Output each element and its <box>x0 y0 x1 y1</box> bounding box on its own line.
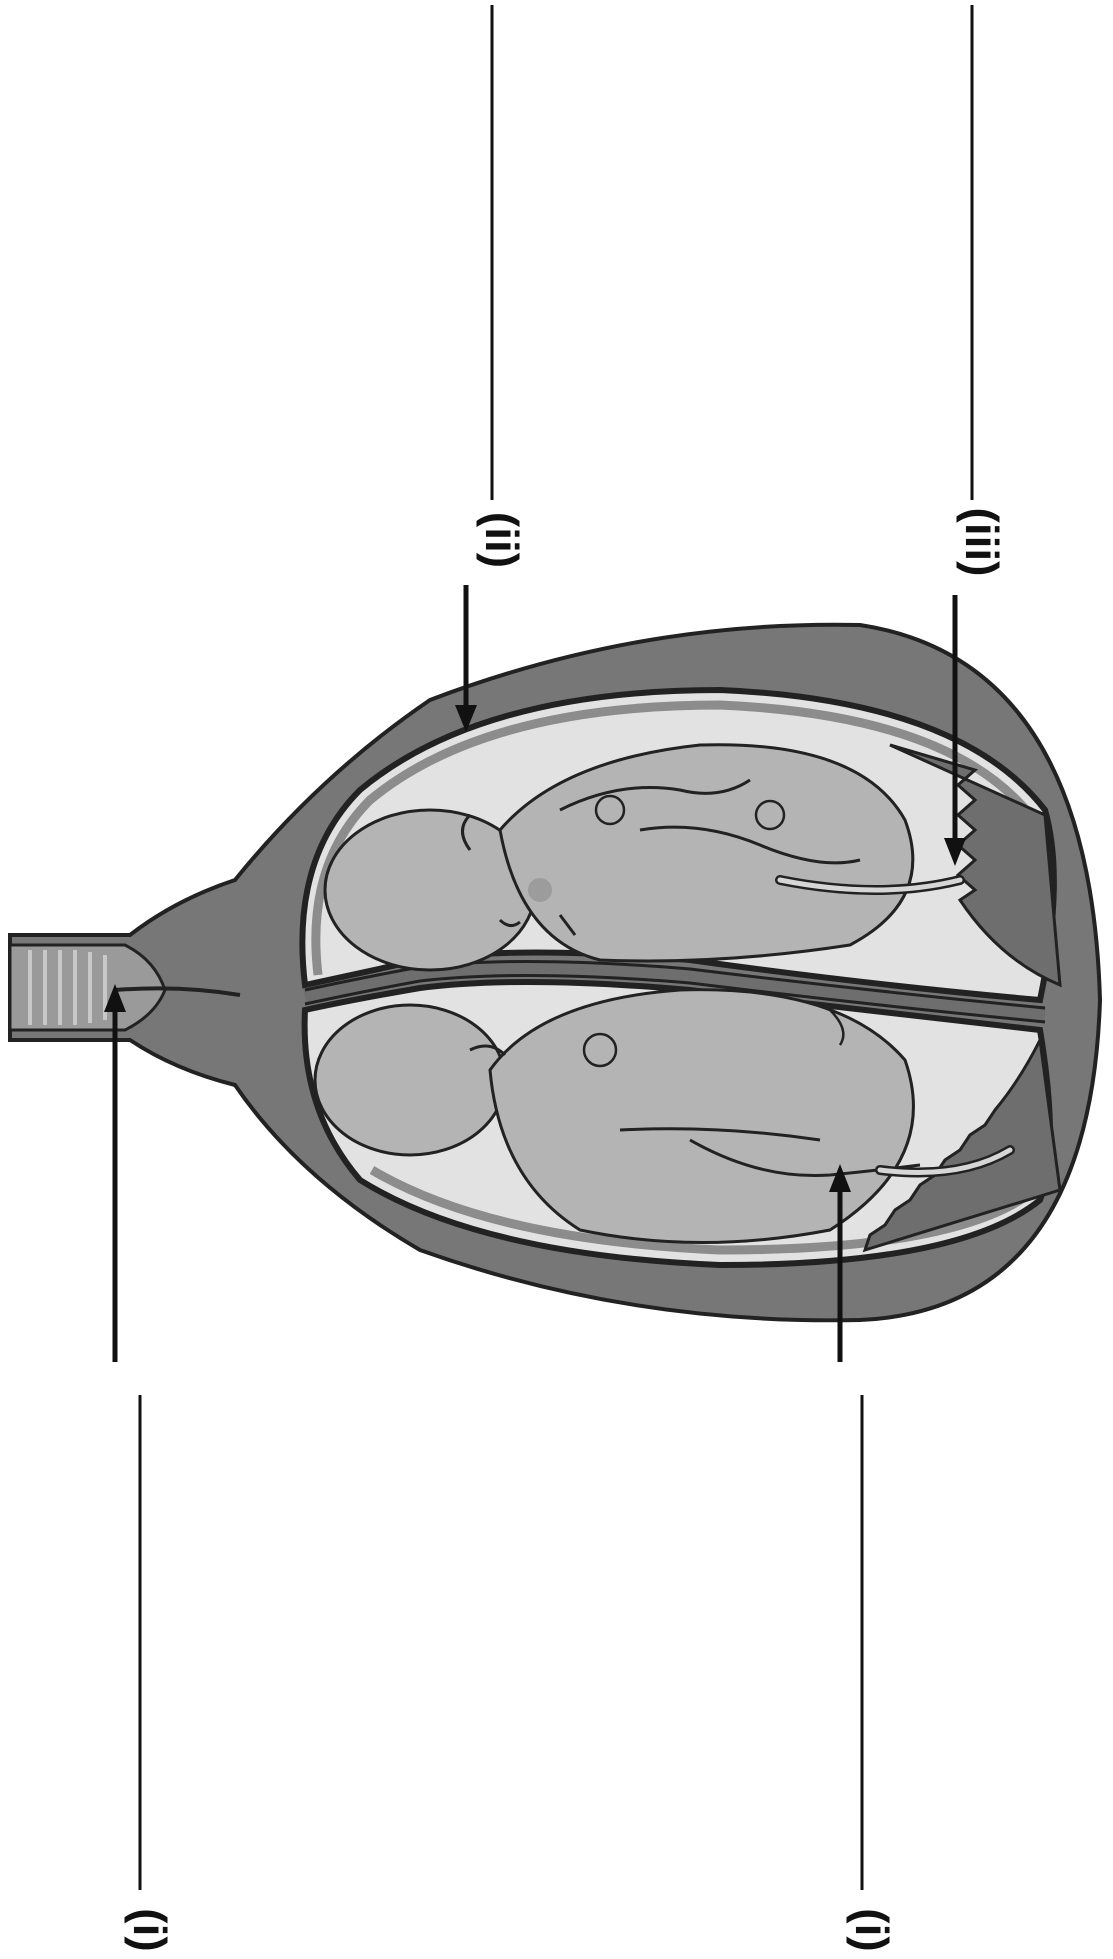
arrow-ii <box>455 585 477 732</box>
label-ii: (ii) <box>476 512 528 568</box>
label-iii: (iii) <box>956 508 1008 577</box>
label-i-right: (i) <box>846 1908 898 1951</box>
label-i-left: (i) <box>124 1908 176 1951</box>
